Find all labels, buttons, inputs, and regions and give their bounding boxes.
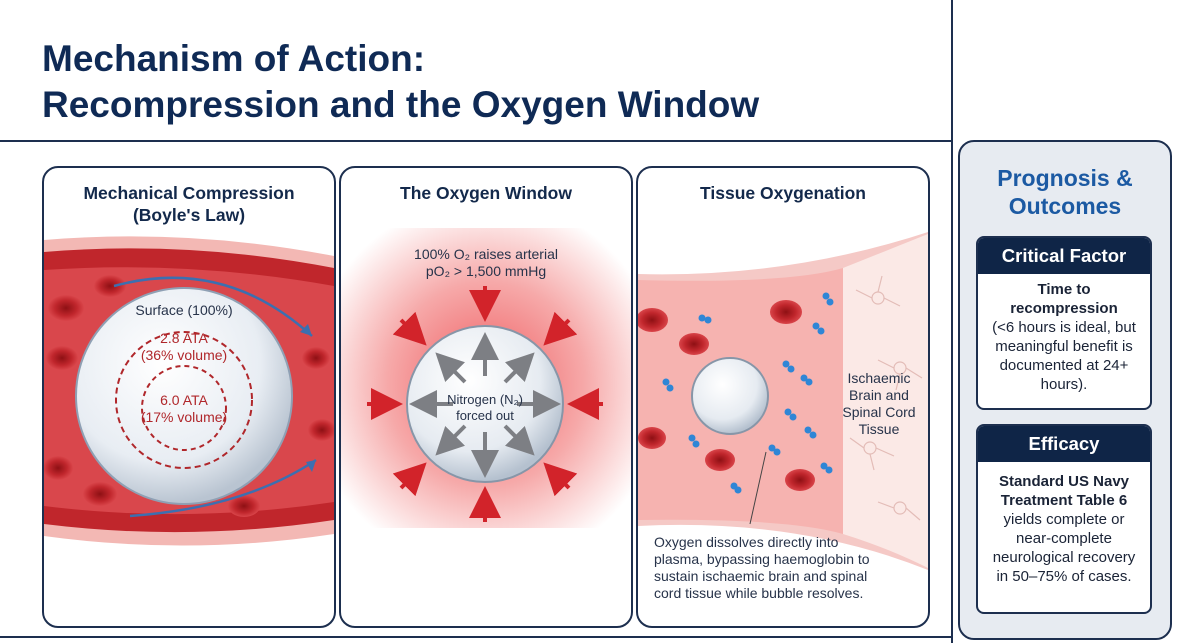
panel-title: Mechanical Compression (Boyle's Law) <box>44 182 334 226</box>
oxygen-caption-line1: Oxygen dissolves directly into <box>654 534 839 550</box>
tissue-oxygenation-illustration <box>638 232 928 570</box>
neural-tissue-cells <box>849 275 923 521</box>
header-divider <box>0 140 953 142</box>
card-heading: Critical Factor <box>978 238 1150 274</box>
card-body: Time to recompression (<6 hours is ideal… <box>978 274 1150 400</box>
bubble-outline-6-0-ata <box>141 365 227 451</box>
red-blood-cell <box>705 449 735 471</box>
panel-oxygen-window: The Oxygen Window 100% O₂ raises arteria… <box>339 166 633 628</box>
panel-tissue-oxygenation: Tissue Oxygenation Ischaemic Brain and S… <box>636 166 930 628</box>
card-bold-line2: recompression <box>1010 300 1118 317</box>
dissolved-oxygen-molecules <box>662 292 834 494</box>
card-line2: meaningful benefit is <box>995 338 1133 355</box>
red-blood-cell <box>638 427 666 449</box>
label-36-volume: (36% volume) <box>140 347 228 363</box>
card-line4: in 50–75% of cases. <box>996 568 1132 585</box>
caption-leader-line <box>749 451 767 525</box>
panel-title: Tissue Oxygenation <box>700 183 866 203</box>
panel-title-line2: (Boyle's Law) <box>132 205 246 225</box>
panel-title: The Oxygen Window <box>400 183 572 203</box>
card-bold-line1: Time to <box>1037 281 1091 298</box>
sidebar-title-line2: Outcomes <box>1008 193 1122 219</box>
page-title-line1: Mechanism of Action: <box>42 38 426 79</box>
flow-arrow-icon <box>129 458 317 518</box>
red-blood-cell <box>770 300 802 324</box>
label-2-8-ata: 2.8 ATA <box>160 330 208 346</box>
vessel-compression-illustration <box>44 236 334 546</box>
red-blood-cell <box>48 295 84 321</box>
gas-bubble-surface <box>75 287 293 505</box>
red-blood-cell <box>308 419 334 441</box>
card-body: Standard US Navy Treatment Table 6 yield… <box>978 462 1150 592</box>
panel-mechanical-compression: Mechanical Compression (Boyle's Law) Sur… <box>42 166 336 628</box>
card-line3: neurological recovery <box>992 549 1136 566</box>
card-line1: (<6 hours is ideal, but <box>992 319 1136 336</box>
label-surface: Surface (100%) <box>135 302 233 318</box>
sidebar-divider <box>951 0 953 643</box>
red-blood-cell <box>44 456 73 480</box>
red-blood-cell <box>679 333 709 355</box>
panel-title-line1: Mechanical Compression <box>83 183 295 203</box>
label-6-0-ata: 6.0 ATA <box>160 392 208 408</box>
card-line3: documented at 24+ <box>999 357 1129 374</box>
card-heading: Efficacy <box>978 426 1150 462</box>
card-line4: hours). <box>1040 376 1088 393</box>
sidebar-title-line1: Prognosis & <box>997 165 1133 191</box>
flow-arrow-icon <box>113 276 313 337</box>
oxygen-window-illustration <box>341 228 631 528</box>
card-efficacy: Efficacy Standard US Navy Treatment Tabl… <box>976 424 1152 614</box>
footer-divider <box>0 636 953 638</box>
resolving-bubble <box>691 357 769 435</box>
red-blood-cell <box>302 347 330 369</box>
oxygen-caption-line2: plasma, bypassing haemoglobin to <box>654 551 870 567</box>
red-blood-cell <box>83 482 117 506</box>
label-17-volume: (17% volume) <box>140 409 228 425</box>
page-title: Mechanism of Action: Recompression and t… <box>42 36 759 128</box>
card-bold-line2: Treatment Table 6 <box>1000 492 1128 509</box>
tissue-label-line1: Ischaemic <box>847 370 911 386</box>
card-line2: near-complete <box>1016 530 1112 547</box>
sidebar-title: Prognosis & Outcomes <box>960 164 1170 220</box>
oxygen-caption-line2: pO₂ > 1,500 mmHg <box>425 263 547 279</box>
card-line1: yields complete or <box>1003 511 1125 528</box>
card-critical-factor: Critical Factor Time to recompression (<… <box>976 236 1152 410</box>
bubble-label-line1: Nitrogen (N₂) <box>447 392 523 407</box>
oxygen-caption-line1: 100% O₂ raises arterial <box>414 246 558 262</box>
outward-nitrogen-arrows <box>409 332 561 478</box>
red-blood-cell <box>228 495 260 517</box>
oxygen-caption-line3: sustain ischaemic brain and spinal <box>654 568 868 584</box>
tissue-label-line4: Tissue <box>858 421 900 437</box>
card-bold-line1: Standard US Navy <box>998 473 1130 490</box>
page-title-line2: Recompression and the Oxygen Window <box>42 84 760 125</box>
tissue-label-line3: Spinal Cord <box>842 404 916 420</box>
bubble-label-line2: forced out <box>456 408 514 423</box>
oxygen-caption-line4: cord tissue while bubble resolves. <box>654 585 864 601</box>
red-blood-cell <box>785 469 815 491</box>
red-blood-cell <box>638 308 668 332</box>
red-blood-cell <box>94 275 126 297</box>
red-blood-cell <box>46 346 78 370</box>
tissue-label-line2: Brain and <box>849 387 909 403</box>
prognosis-sidebar: Prognosis & Outcomes Critical Factor Tim… <box>958 140 1172 640</box>
inward-pressure-arrows <box>367 286 603 522</box>
bubble-outline-2-8-ata <box>115 331 253 469</box>
